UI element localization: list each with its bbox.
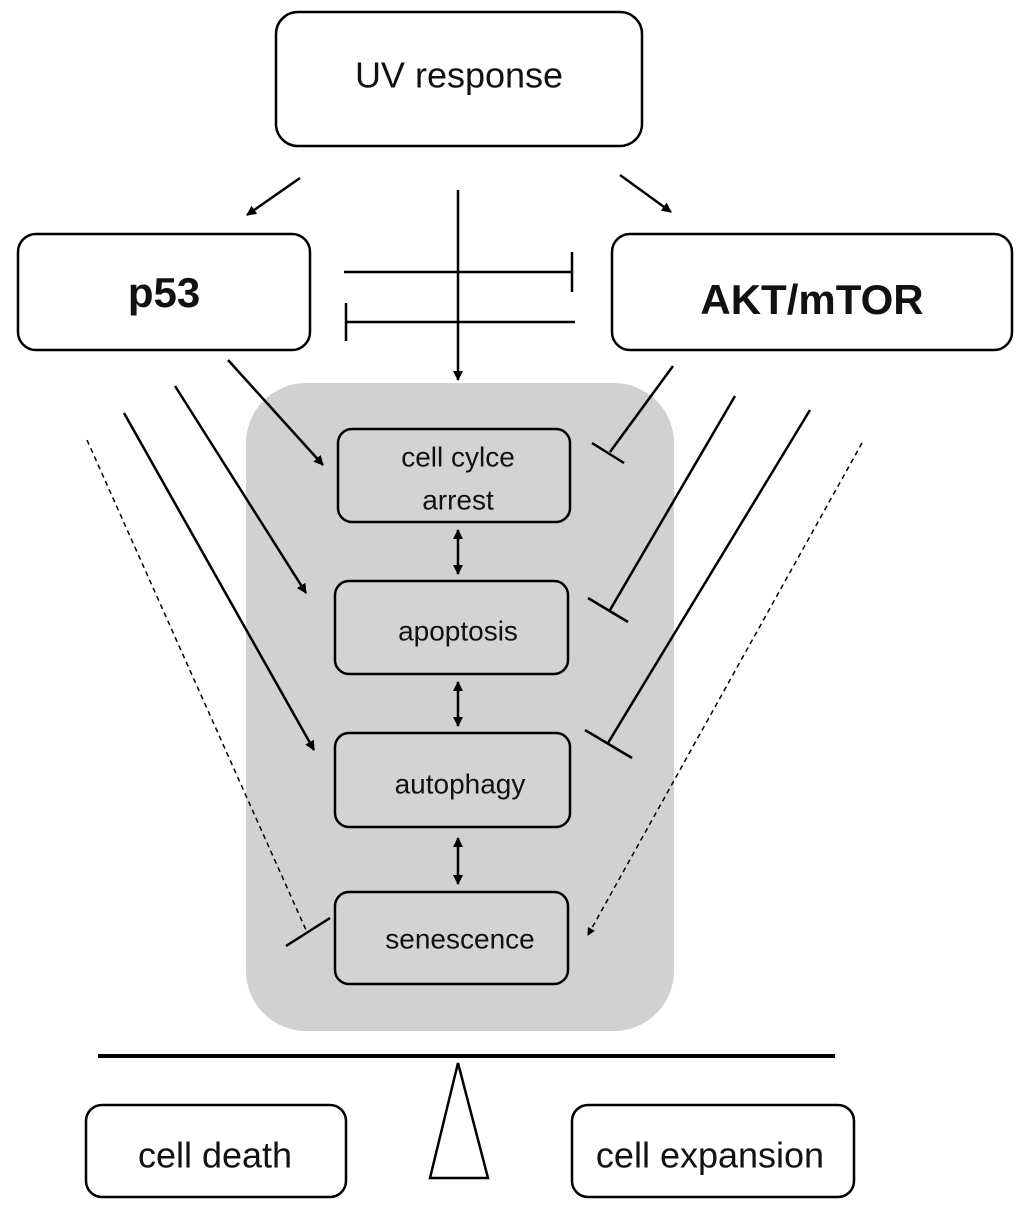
apoptosis-label: apoptosis (398, 615, 518, 646)
cell-cycle-arrest-node: cell cylce arrest (336, 427, 572, 524)
p53-to-cell-cycle-arrow (227, 359, 324, 466)
balance-fulcrum (428, 1062, 490, 1180)
akt-mtor-node: AKT/mTOR (610, 232, 1014, 352)
cell-expansion-node: cell expansion (570, 1103, 856, 1199)
cell-death-label: cell death (138, 1135, 292, 1176)
uv-response-node: UV response (274, 10, 644, 148)
senescence-node: senescence (333, 890, 570, 986)
autophagy-node: autophagy (333, 731, 572, 829)
p53-label: p53 (128, 269, 200, 316)
akt-to-senescence-dashed-arrow (587, 442, 863, 936)
autophagy-label: autophagy (395, 768, 526, 799)
senescence-label: senescence (385, 923, 534, 954)
akt-inhibits-p53 (344, 303, 575, 341)
uv-response-label: UV response (355, 55, 563, 96)
akt-inhibits-cell-cycle (591, 365, 675, 465)
p53-inhibits-akt (344, 252, 574, 292)
uv-to-akt-arrow (619, 173, 672, 214)
cell-death-node: cell death (84, 1103, 348, 1199)
akt-mtor-label: AKT/mTOR (700, 276, 923, 323)
p53-node: p53 (16, 232, 312, 352)
p53-inhibits-senescence-dashed (86, 439, 331, 948)
akt-inhibits-autophagy (584, 409, 812, 760)
cell-cycle-label-line1: cell cylce (401, 441, 515, 472)
uv-to-p53-arrow (246, 176, 301, 217)
p53-to-apoptosis-arrow (173, 385, 308, 594)
p53-to-autophagy-arrow (122, 412, 316, 751)
cell-cycle-label-line2: arrest (422, 484, 494, 515)
apoptosis-node: apoptosis (333, 579, 570, 676)
cell-expansion-label: cell expansion (596, 1135, 824, 1176)
akt-inhibits-apoptosis (587, 395, 737, 624)
